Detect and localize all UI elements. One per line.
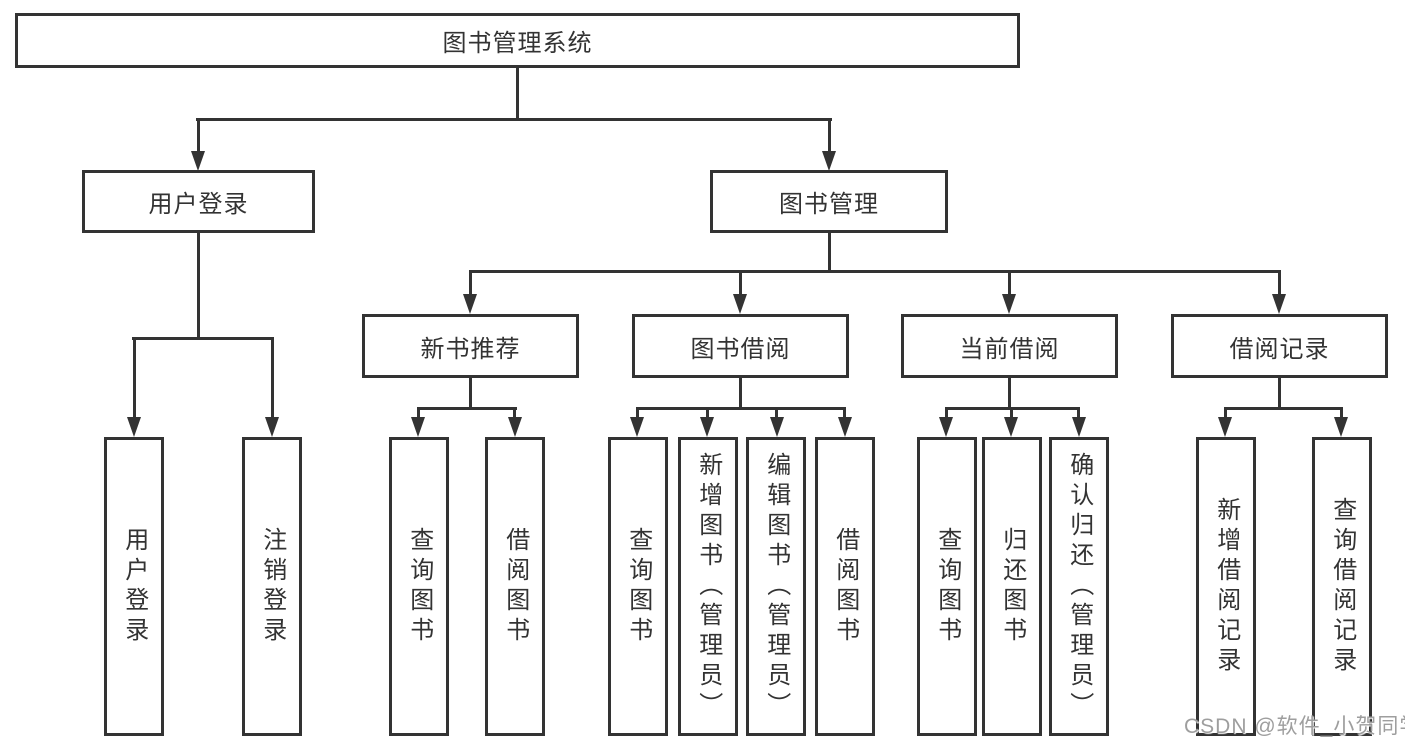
- connector-vline: [1008, 270, 1011, 296]
- connector-hline: [1224, 407, 1343, 410]
- arrowhead-down-icon: [1002, 294, 1016, 314]
- leaf-label: 查询图书: [624, 526, 652, 647]
- leaf-user-login: 用户登录: [104, 437, 164, 736]
- leaf-edit-book-admin: 编辑图书（管理员）: [746, 437, 806, 736]
- leaf-label: 新增图书（管理员）: [694, 451, 722, 722]
- connector-vline: [469, 270, 472, 296]
- node-new-book-recommend: 新书推荐: [362, 314, 579, 378]
- arrowhead-down-icon: [733, 294, 747, 314]
- leaf-label: 归还图书: [998, 526, 1026, 647]
- leaf-confirm-return-admin: 确认归还（管理员）: [1049, 437, 1109, 736]
- arrowhead-down-icon: [1218, 417, 1232, 437]
- connector-hline: [636, 407, 846, 410]
- leaf-label: 查询借阅记录: [1328, 496, 1356, 677]
- connector-vline: [417, 407, 420, 419]
- connector-vline: [739, 377, 742, 408]
- node-borrow-records: 借阅记录: [1171, 314, 1388, 378]
- connector-vline: [197, 118, 200, 153]
- leaf-query-book: 查询图书: [389, 437, 449, 736]
- node-current-borrow: 当前借阅: [901, 314, 1118, 378]
- connector-vline: [636, 407, 639, 419]
- arrowhead-down-icon: [700, 417, 714, 437]
- leaf-label: 查询图书: [933, 526, 961, 647]
- node-label: 新书推荐: [420, 335, 521, 363]
- leaf-borrow-book: 借阅图书: [815, 437, 875, 736]
- leaf-label: 编辑图书（管理员）: [762, 451, 790, 722]
- connector-vline: [469, 377, 472, 408]
- arrowhead-down-icon: [939, 417, 953, 437]
- leaf-label: 用户登录: [120, 526, 148, 647]
- connector-hline: [196, 118, 832, 121]
- arrowhead-down-icon: [838, 417, 852, 437]
- node-book-management-label: 图书管理: [779, 191, 879, 218]
- connector-vline: [828, 118, 831, 153]
- arrowhead-down-icon: [1004, 417, 1018, 437]
- arrowhead-down-icon: [822, 151, 836, 171]
- connector-vline: [1010, 407, 1013, 419]
- arrowhead-down-icon: [508, 417, 522, 437]
- node-book-borrow: 图书借阅: [632, 314, 849, 378]
- leaf-logout: 注销登录: [242, 437, 302, 736]
- arrowhead-down-icon: [630, 417, 644, 437]
- arrowhead-down-icon: [411, 417, 425, 437]
- leaf-label: 借阅图书: [501, 526, 529, 647]
- connector-vline: [739, 270, 742, 296]
- connector-vline: [197, 232, 200, 337]
- node-label: 当前借阅: [959, 335, 1060, 363]
- node-label: 借阅记录: [1229, 335, 1330, 363]
- leaf-label: 注销登录: [258, 526, 286, 647]
- leaf-query-borrow-record: 查询借阅记录: [1312, 437, 1372, 736]
- connector-vline: [945, 407, 948, 419]
- arrowhead-down-icon: [463, 294, 477, 314]
- connector-vline: [843, 407, 846, 419]
- connector-vline: [1008, 377, 1011, 408]
- connector-hline: [417, 407, 517, 410]
- connector-vline: [1224, 407, 1227, 419]
- arrowhead-down-icon: [1334, 417, 1348, 437]
- leaf-borrow-book: 借阅图书: [485, 437, 545, 736]
- connector-vline: [775, 407, 778, 419]
- leaf-label: 新增借阅记录: [1212, 496, 1240, 677]
- connector-vline: [516, 68, 519, 118]
- arrowhead-down-icon: [1272, 294, 1286, 314]
- connector-vline: [271, 337, 274, 419]
- connector-vline: [1077, 407, 1080, 419]
- leaf-return-book: 归还图书: [982, 437, 1042, 736]
- arrowhead-down-icon: [191, 151, 205, 171]
- arrowhead-down-icon: [1072, 417, 1086, 437]
- node-user-login: 用户登录: [82, 170, 315, 233]
- connector-vline: [1278, 377, 1281, 408]
- connector-vline: [133, 337, 136, 419]
- leaf-add-book-admin: 新增图书（管理员）: [678, 437, 738, 736]
- arrowhead-down-icon: [265, 417, 279, 437]
- leaf-label: 查询图书: [405, 526, 433, 647]
- node-root: 图书管理系统: [15, 13, 1020, 68]
- csdn-watermark: CSDN @软件_小贺同学: [1184, 715, 1405, 738]
- leaf-query-book: 查询图书: [608, 437, 668, 736]
- arrowhead-down-icon: [770, 417, 784, 437]
- node-user-login-label: 用户登录: [148, 191, 249, 218]
- node-book-management: 图书管理: [710, 170, 948, 233]
- node-label: 图书借阅: [690, 335, 791, 363]
- leaf-query-book: 查询图书: [917, 437, 977, 736]
- connector-vline: [513, 407, 516, 419]
- connector-hline: [469, 270, 1281, 273]
- connector-vline: [1340, 407, 1343, 419]
- arrowhead-down-icon: [127, 417, 141, 437]
- connector-vline: [706, 407, 709, 419]
- leaf-add-borrow-record: 新增借阅记录: [1196, 437, 1256, 736]
- node-root-label: 图书管理系统: [442, 30, 593, 57]
- connector-vline: [1278, 270, 1281, 296]
- leaf-label: 借阅图书: [831, 526, 859, 647]
- leaf-label: 确认归还（管理员）: [1065, 451, 1093, 722]
- connector-hline: [132, 337, 273, 340]
- connector-vline: [828, 232, 831, 272]
